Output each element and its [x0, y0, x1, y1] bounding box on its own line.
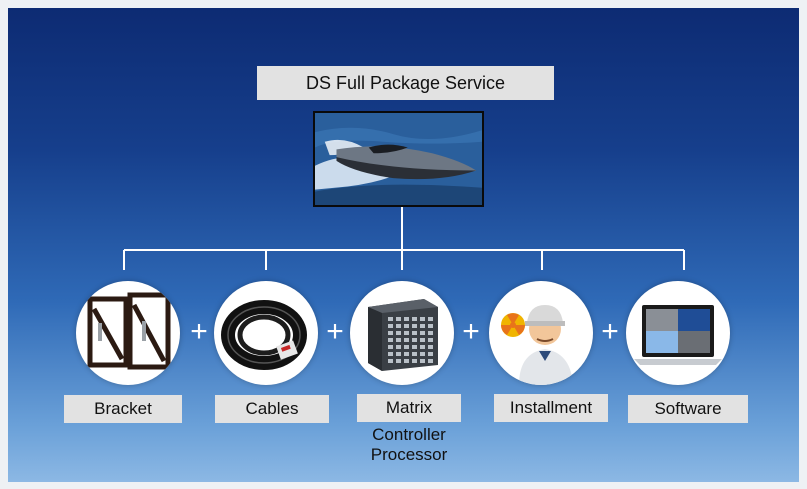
item-label-software: Software: [628, 395, 748, 423]
item-label-cables: Cables: [215, 395, 329, 423]
speedboat-photo: [313, 111, 484, 207]
bracket-frame-icon: [76, 281, 180, 385]
plus-operator: +: [326, 315, 344, 348]
matrix-processor-icon: [350, 281, 454, 385]
cable-coil-icon: [214, 281, 318, 385]
item-label-installment: Installment: [494, 394, 608, 422]
engineer-icon: [489, 281, 593, 385]
item-label-bracket: Bracket: [64, 395, 182, 423]
plus-operator: +: [190, 315, 208, 348]
item-label-matrix: Matrix: [357, 394, 461, 422]
plus-operator: +: [601, 315, 619, 348]
diagram-title: DS Full Package Service: [257, 66, 554, 100]
item-sublabel-processor: Processor: [370, 445, 448, 464]
item-sublabel-controller: Controller: [372, 425, 446, 444]
plus-operator: +: [462, 315, 480, 348]
laptop-icon: [626, 281, 730, 385]
